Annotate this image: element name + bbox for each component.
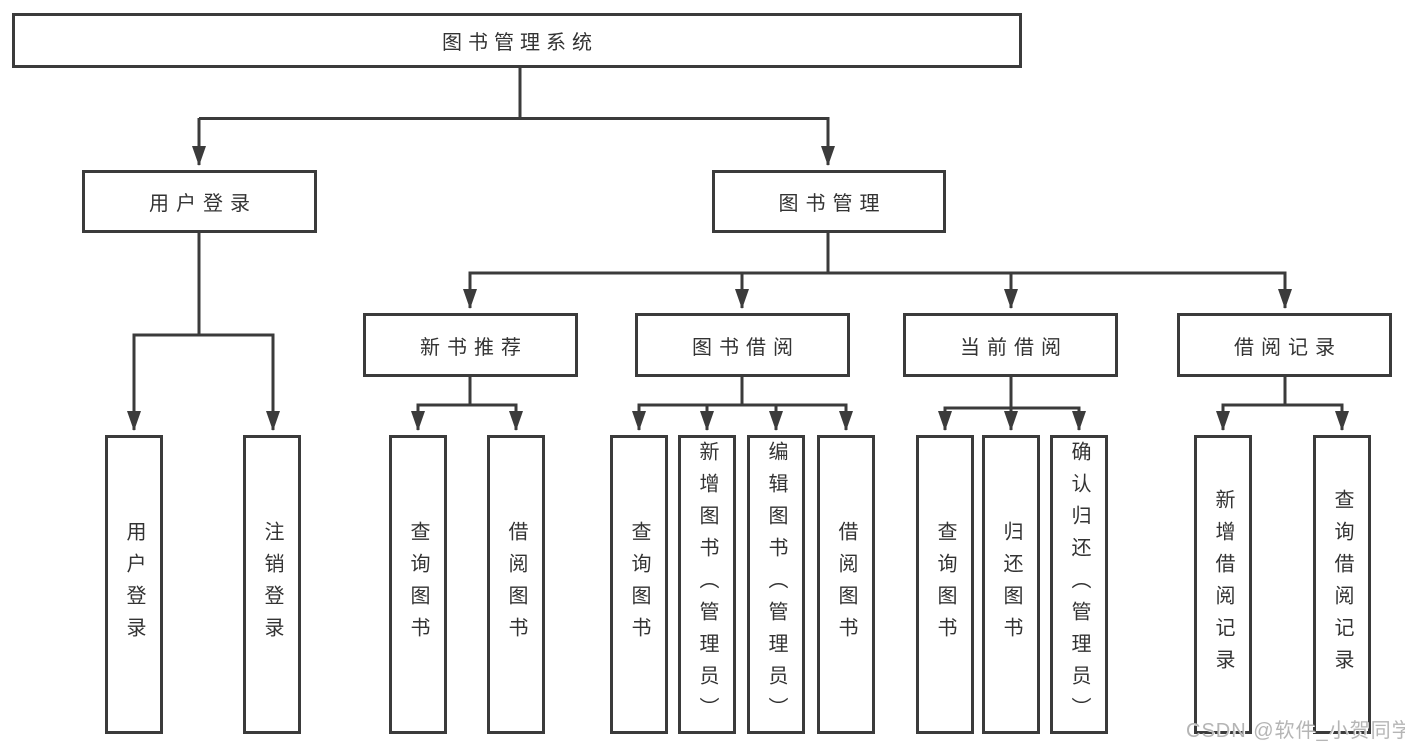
leaf-query-books: 查询图书: [389, 435, 447, 734]
node-label: 新书推荐: [420, 336, 528, 359]
watermark-text: CSDN @软件_小贺同学: [1186, 720, 1405, 742]
leaf-borrow-books: 借阅图书: [487, 435, 545, 734]
leaf-label: 新增图书（管理员）: [696, 440, 718, 729]
node-label: 图书管理系统: [442, 32, 598, 54]
leaf-user-login: 用户登录: [105, 435, 163, 734]
node-label: 图书管理: [778, 193, 887, 215]
node-user-login: 用户登录: [82, 170, 317, 233]
node-new-book-recommend: 新书推荐: [363, 313, 578, 377]
leaf-query-books: 查询图书: [610, 435, 668, 734]
node-library-management-system: 图书管理系统: [12, 13, 1022, 68]
leaf-borrow-books: 借阅图书: [817, 435, 875, 734]
node-label: 图书借阅: [692, 336, 800, 359]
leaf-label: 查询图书: [628, 520, 650, 649]
node-borrow-records: 借阅记录: [1177, 313, 1392, 377]
leaf-logout: 注销登录: [243, 435, 301, 734]
leaf-query-borrow-record: 查询借阅记录: [1313, 435, 1371, 734]
leaf-label: 借阅图书: [835, 520, 857, 649]
leaf-label: 注销登录: [261, 520, 283, 649]
node-label: 借阅记录: [1234, 336, 1342, 359]
leaf-edit-book-admin: 编辑图书（管理员）: [747, 435, 805, 734]
leaf-confirm-return-admin: 确认归还（管理员）: [1050, 435, 1108, 734]
leaf-label: 查询借阅记录: [1331, 488, 1353, 681]
leaf-label: 归还图书: [1000, 520, 1022, 649]
leaf-add-book-admin: 新增图书（管理员）: [678, 435, 736, 734]
node-label: 用户登录: [149, 193, 257, 215]
leaf-label: 查询图书: [934, 520, 956, 649]
node-book-borrow: 图书借阅: [635, 313, 850, 377]
leaf-label: 用户登录: [123, 520, 145, 649]
leaf-label: 借阅图书: [505, 520, 527, 649]
leaf-label: 查询图书: [407, 520, 429, 649]
node-label: 当前借阅: [960, 336, 1068, 359]
leaf-label: 编辑图书（管理员）: [765, 440, 787, 729]
node-book-management: 图书管理: [712, 170, 946, 233]
leaf-label: 确认归还（管理员）: [1068, 440, 1090, 729]
leaf-query-books: 查询图书: [916, 435, 974, 734]
leaf-return-book: 归还图书: [982, 435, 1040, 734]
leaf-add-borrow-record: 新增借阅记录: [1194, 435, 1252, 734]
node-current-borrow: 当前借阅: [903, 313, 1118, 377]
leaf-label: 新增借阅记录: [1212, 488, 1234, 681]
